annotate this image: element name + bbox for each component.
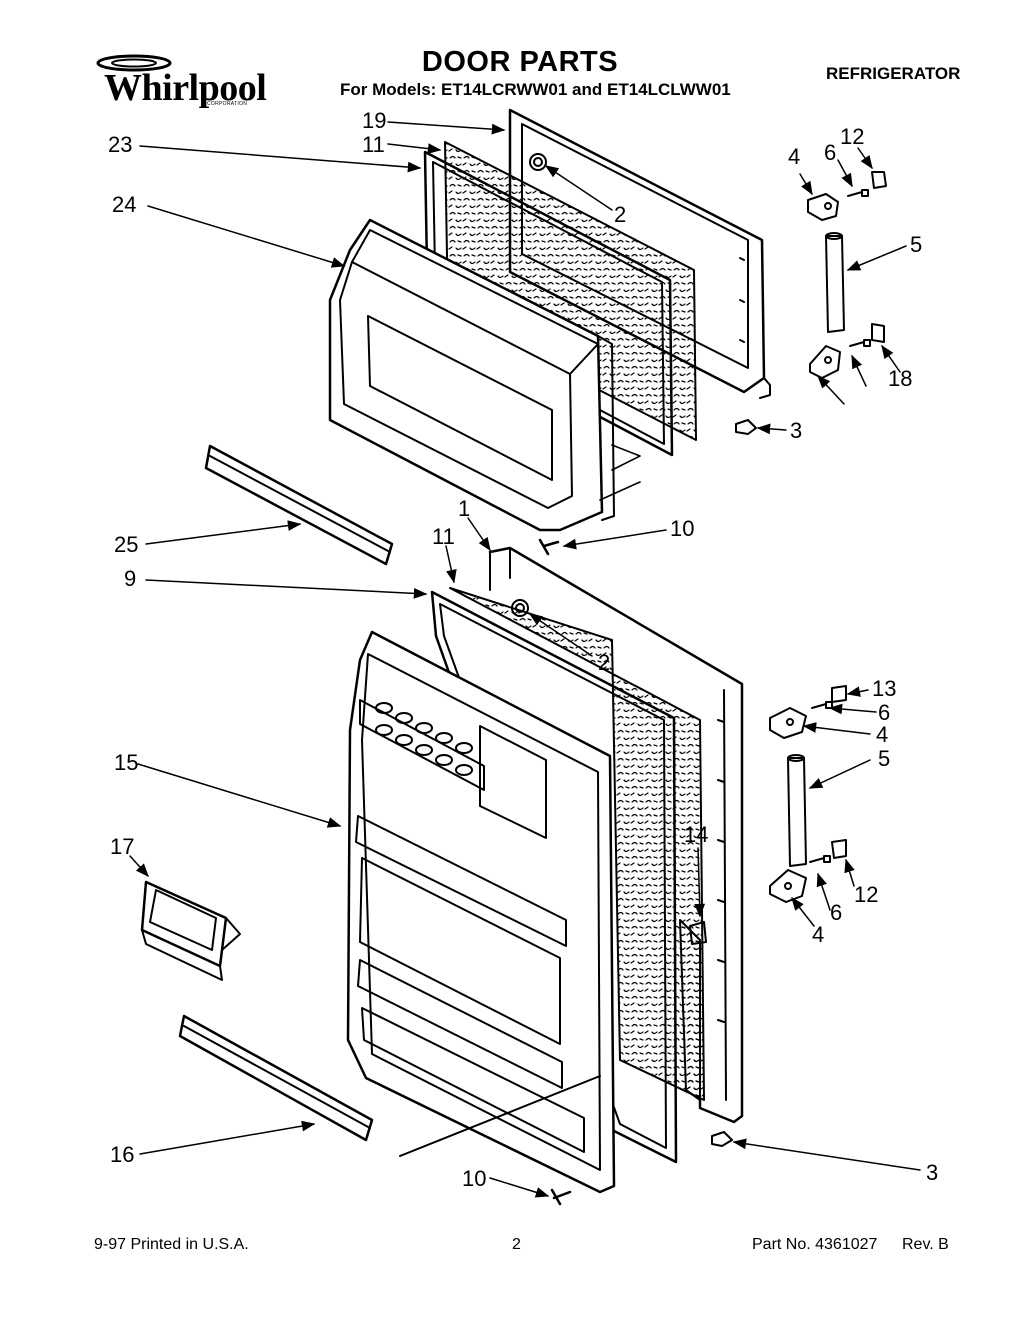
callout-leaders	[129, 121, 921, 1198]
callout-12-lower: 12	[854, 882, 878, 907]
fresh-food-door-gasket	[430, 590, 678, 1164]
callout-11-lower: 11	[432, 524, 455, 549]
brand-name: Whirlpool	[104, 67, 267, 109]
callout-2-lower: 2	[598, 650, 610, 675]
revision: Rev. B	[902, 1236, 949, 1253]
fresh-food-trim-strip	[178, 1014, 374, 1142]
fresh-food-inner-liner	[346, 630, 616, 1194]
callout-9: 9	[124, 566, 136, 591]
callout-25: 25	[114, 532, 138, 557]
callout-5-lower: 5	[878, 746, 890, 771]
model-subtitle: For Models: ET14LCRWW01 and ET14LCLWW01	[340, 80, 731, 99]
callout-17: 17	[110, 834, 134, 859]
part-number: Part No. 4361027	[752, 1236, 878, 1253]
callout-10-lower: 10	[462, 1166, 486, 1191]
callout-12: 12	[840, 124, 864, 149]
freezer-inner-liner	[328, 218, 615, 532]
callout-3: 3	[790, 418, 802, 443]
callout-18: 18	[888, 366, 912, 391]
lower-hinge-assembly	[711, 685, 847, 1147]
door-stop-part	[689, 921, 707, 945]
callout-14: 14	[684, 822, 708, 847]
callout-15: 15	[114, 750, 138, 775]
callout-19: 19	[362, 108, 386, 133]
callout-23: 23	[108, 132, 132, 157]
callout-1: 1	[458, 496, 470, 521]
fresh-food-foam-liner	[449, 587, 705, 1101]
callout-4: 4	[788, 144, 800, 169]
appliance-category: REFRIGERATOR	[826, 64, 961, 83]
callout-5: 5	[910, 232, 922, 257]
upper-hinge-assembly	[735, 171, 887, 435]
callout-24: 24	[112, 192, 136, 217]
callout-11: 11	[362, 132, 385, 157]
callout-labels: 19 11 23 24 2 4 6 12 5 18 3 25 10 1 11 9…	[108, 108, 938, 1191]
callout-6: 6	[824, 140, 836, 165]
page-number: 2	[512, 1236, 521, 1253]
callout-16: 16	[110, 1142, 134, 1167]
print-date: 9-97 Printed in U.S.A.	[94, 1236, 249, 1253]
callout-10: 10	[670, 516, 694, 541]
callout-4-mid: 4	[876, 722, 888, 747]
callout-2: 2	[614, 202, 626, 227]
callout-3-lower: 3	[926, 1160, 938, 1185]
freezer-foam-liner	[444, 141, 697, 441]
page-title: DOOR PARTS	[421, 46, 619, 78]
callout-13: 13	[872, 676, 896, 701]
brand-sub: CORPORATION	[207, 101, 248, 107]
freezer-trim-strip	[204, 444, 394, 566]
logo-swoosh-icon	[96, 54, 172, 72]
callout-6-mid: 6	[878, 700, 890, 725]
callout-6-lower: 6	[830, 900, 842, 925]
callout-4-lower: 4	[812, 922, 824, 947]
door-handle	[140, 880, 241, 981]
